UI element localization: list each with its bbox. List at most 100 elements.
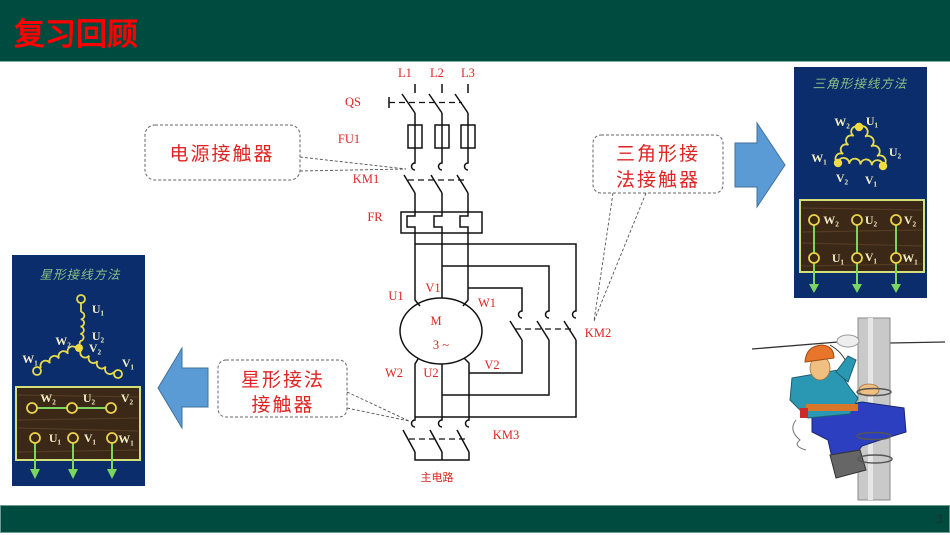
winding-coil bbox=[837, 157, 884, 167]
fu1-fuses: FU1 bbox=[338, 124, 476, 149]
km2-delta-contactor: KM2 bbox=[415, 243, 611, 418]
arrow-down-icon bbox=[107, 469, 117, 479]
motor-tail-wires bbox=[414, 357, 470, 418]
winding-node bbox=[833, 158, 843, 168]
qs-switch: QS bbox=[345, 93, 469, 114]
winding-coil bbox=[79, 311, 86, 342]
label-u2: U2 bbox=[423, 366, 438, 380]
terminal-label: U₁ bbox=[832, 251, 845, 265]
contact-blade bbox=[456, 174, 469, 194]
km3-star-contactor: KM3 bbox=[402, 418, 519, 461]
terminal-label: W₁ bbox=[118, 432, 134, 446]
terminal bbox=[66, 402, 78, 414]
page-number: 3 bbox=[936, 513, 943, 526]
feed-wires bbox=[414, 113, 469, 158]
callout-box bbox=[217, 359, 348, 418]
arrow-down-icon bbox=[68, 469, 78, 479]
terminal-board: W₂ U₂ V₂ U₁ V₁ W₁ bbox=[15, 386, 141, 479]
connection-lines bbox=[813, 225, 897, 285]
panel-title: 三角形接线方法 bbox=[813, 76, 908, 91]
wood-grain bbox=[801, 229, 923, 233]
contact-hook bbox=[464, 418, 470, 428]
winding-label: W₁ bbox=[22, 352, 38, 366]
star-center-node bbox=[75, 344, 83, 352]
contact-hook bbox=[571, 309, 577, 319]
delta-branch-outer-bottom bbox=[415, 340, 577, 418]
winding-node bbox=[878, 161, 888, 171]
callout-pointer bbox=[346, 407, 410, 422]
wood-grain bbox=[801, 263, 923, 267]
callout-text-line2: 接触器 bbox=[251, 394, 314, 416]
winding-end-node bbox=[76, 294, 86, 304]
connection-lines bbox=[34, 443, 113, 470]
fuse bbox=[407, 124, 423, 149]
label-km1: KM1 bbox=[353, 172, 379, 186]
contact-blade bbox=[430, 174, 443, 194]
terminal-label: U₂ bbox=[83, 391, 96, 405]
star-point-wire bbox=[414, 452, 470, 461]
delta-branch-inner-bottom bbox=[469, 340, 523, 374]
fuse bbox=[434, 124, 450, 149]
winding-node bbox=[854, 122, 864, 132]
contact-blade bbox=[456, 429, 470, 453]
terminal bbox=[851, 252, 863, 264]
tool-belt bbox=[806, 404, 858, 411]
supply-terminals: L1 L2 L3 bbox=[398, 66, 475, 93]
label-km2: KM2 bbox=[585, 326, 611, 340]
winding-label: U₁ bbox=[92, 302, 105, 316]
terminal-label: V₁ bbox=[865, 250, 878, 264]
callout-pointer bbox=[299, 156, 407, 170]
label-l2: L2 bbox=[430, 66, 444, 80]
label-km3: KM3 bbox=[493, 428, 519, 442]
contact-hook bbox=[544, 309, 550, 319]
panel-title: 星形接线方法 bbox=[39, 267, 121, 282]
arrow-right-icon bbox=[734, 121, 786, 209]
terminal-label: U₁ bbox=[49, 431, 62, 445]
footer-bar: 3 bbox=[0, 505, 950, 533]
contact-hook bbox=[437, 418, 443, 428]
arrow-down-icon bbox=[30, 469, 40, 479]
insulator bbox=[836, 334, 860, 348]
label-v2: V2 bbox=[484, 358, 499, 372]
callout-text-line1: 星形接法 bbox=[241, 369, 325, 391]
winding-coil bbox=[39, 345, 78, 369]
winding-label: W₂ bbox=[55, 334, 71, 348]
callout-pointer bbox=[299, 168, 407, 172]
callout-delta-contactor: 三角形接 法接触器 bbox=[592, 134, 724, 322]
main-circuit-diagram: L1 L2 L3 QS FU1 bbox=[338, 66, 611, 484]
header-background bbox=[0, 0, 950, 61]
slide-title: 复习回顾 bbox=[14, 17, 138, 53]
winding-label: U₂ bbox=[92, 329, 105, 343]
contact-blade bbox=[509, 320, 523, 341]
qs-blade bbox=[454, 93, 469, 114]
wood-grain bbox=[17, 417, 139, 421]
terminal-board: W₂ U₂ V₂ U₁ V₁ W₁ bbox=[799, 199, 925, 293]
motor-phase: 3 ~ bbox=[433, 338, 449, 352]
contact-blade bbox=[563, 320, 577, 341]
power-line-wire bbox=[889, 341, 946, 344]
winding-label: V₂ bbox=[89, 341, 102, 355]
motor: M 3 ~ U1 V1 W1 W2 U2 V2 bbox=[385, 281, 500, 380]
label-w1: W1 bbox=[478, 296, 496, 310]
wood-grain bbox=[801, 207, 923, 211]
terminal bbox=[851, 214, 863, 226]
arrow-left-icon bbox=[157, 346, 209, 430]
arrow-down-icon bbox=[891, 284, 901, 293]
terminal bbox=[106, 432, 118, 444]
circuit-caption: 主电路 bbox=[421, 471, 454, 484]
callout-box bbox=[592, 134, 724, 194]
delta-connection-panel: 三角形接线方法 W₂ U₁ U₂ W₁ V₂ V₁ W₂ bbox=[794, 67, 927, 298]
terminal bbox=[808, 252, 820, 264]
motor-name: M bbox=[430, 314, 441, 328]
wood-grain bbox=[17, 394, 139, 398]
lineman-illustration bbox=[751, 317, 946, 501]
wood-grain bbox=[17, 427, 139, 432]
label-fu1: FU1 bbox=[338, 132, 360, 146]
winding-label: U₂ bbox=[889, 145, 902, 159]
contact-hook bbox=[517, 309, 523, 319]
callout-text-line2: 法接触器 bbox=[616, 169, 700, 191]
arrow-down-icon bbox=[852, 284, 862, 293]
winding-label: V₁ bbox=[865, 173, 878, 187]
delta-branch-inner-top bbox=[468, 287, 523, 309]
